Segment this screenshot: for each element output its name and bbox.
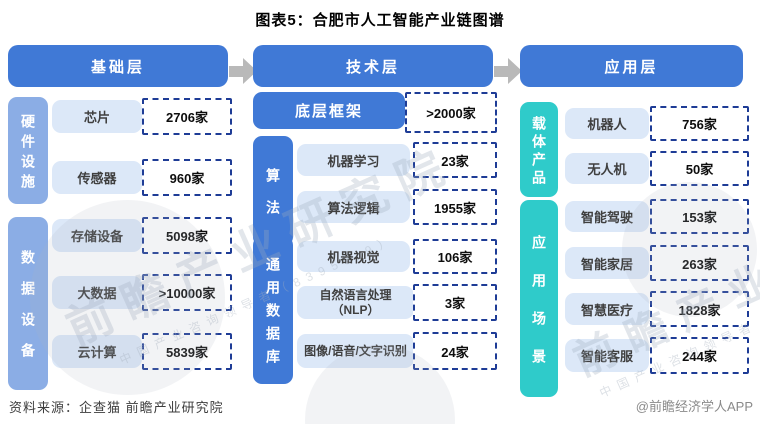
item-value-box: 1828家 [650, 291, 749, 327]
item-label: 机器学习 [297, 144, 410, 176]
layer-header-basic: 基础层 [8, 45, 228, 87]
item-value-box: >2000家 [405, 92, 497, 133]
item-label: 自然语言处理（NLP） [297, 286, 414, 319]
item-row: 存储设备 5098家 [52, 217, 232, 254]
source-text: 资料来源：企查猫 前瞻产业研究院 [9, 400, 224, 415]
item-row: 无人机 50家 [565, 151, 749, 186]
item-label: 算法逻辑 [297, 191, 410, 223]
layer-header-application: 应用层 [520, 45, 743, 87]
category-carrier-products: 载体产品 [520, 102, 558, 197]
item-row: 智能家居 263家 [565, 245, 749, 281]
item-value-box: 106家 [413, 239, 497, 274]
item-row: 图像/语音/文字识别 24家 [297, 332, 497, 370]
item-label: 传感器 [52, 161, 142, 194]
item-row: 芯片 2706家 [52, 98, 232, 135]
item-row: 智慧医疗 1828家 [565, 291, 749, 327]
item-row: 传感器 960家 [52, 159, 232, 196]
item-value-box: 24家 [413, 332, 497, 370]
item-label: 图像/语音/文字识别 [297, 334, 414, 368]
item-row: 大数据 >10000家 [52, 274, 232, 311]
item-row: 机器学习 23家 [297, 142, 497, 178]
item-row: 机器人 756家 [565, 106, 749, 141]
item-value-box: 244家 [650, 337, 749, 374]
item-label: 智慧医疗 [565, 293, 649, 325]
category-hardware-facilities: 硬件设施 [8, 97, 48, 204]
item-value-box: 153家 [650, 199, 749, 234]
category-data-equipment: 数据设备 [8, 217, 48, 390]
item-value-box: 5098家 [142, 217, 232, 254]
item-value-box: 263家 [650, 245, 749, 281]
item-row: 自然语言处理（NLP） 3家 [297, 284, 497, 321]
item-value-box: 960家 [142, 159, 232, 196]
right-arrow-icon [494, 58, 522, 85]
item-row: 算法逻辑 1955家 [297, 189, 497, 225]
item-label: 存储设备 [52, 219, 142, 252]
category-algorithm: 算法 [253, 136, 293, 246]
item-value-box: 3家 [413, 284, 497, 321]
item-value-box: 756家 [650, 106, 749, 141]
item-value-box: 5839家 [142, 333, 232, 370]
item-row: 智能客服 244家 [565, 337, 749, 374]
item-label: 机器视觉 [297, 241, 410, 272]
item-label: 机器人 [565, 108, 649, 139]
credit-text: @前瞻经济学人APP [635, 399, 753, 414]
item-row: 智能驾驶 153家 [565, 199, 749, 234]
watermark-subtext: 中国产业咨询领导者（83959 9） [597, 263, 760, 401]
item-value-box: 2706家 [142, 98, 232, 135]
item-label: 智能家居 [565, 247, 649, 279]
item-row: 机器视觉 106家 [297, 239, 497, 274]
item-label: 智能驾驶 [565, 201, 649, 232]
layer-header-technology: 技术层 [253, 45, 493, 87]
item-label: 无人机 [565, 153, 649, 184]
page-title: 图表5：合肥市人工智能产业链图谱 [255, 12, 505, 29]
category-general-database: 通用数据库 [253, 236, 293, 384]
category-application-scenarios: 应用场景 [520, 200, 558, 397]
item-value-box: 23家 [413, 142, 497, 178]
item-row: 云计算 5839家 [52, 333, 232, 370]
item-label: 芯片 [52, 100, 142, 133]
item-label: 智能客服 [565, 339, 649, 372]
item-value-box: 50家 [650, 151, 749, 186]
banner-underlying-framework: 底层框架 [253, 92, 405, 129]
item-value-box: 1955家 [413, 189, 497, 225]
item-label: 大数据 [52, 276, 142, 309]
item-label: 云计算 [52, 335, 142, 368]
item-value-box: >10000家 [142, 274, 232, 311]
